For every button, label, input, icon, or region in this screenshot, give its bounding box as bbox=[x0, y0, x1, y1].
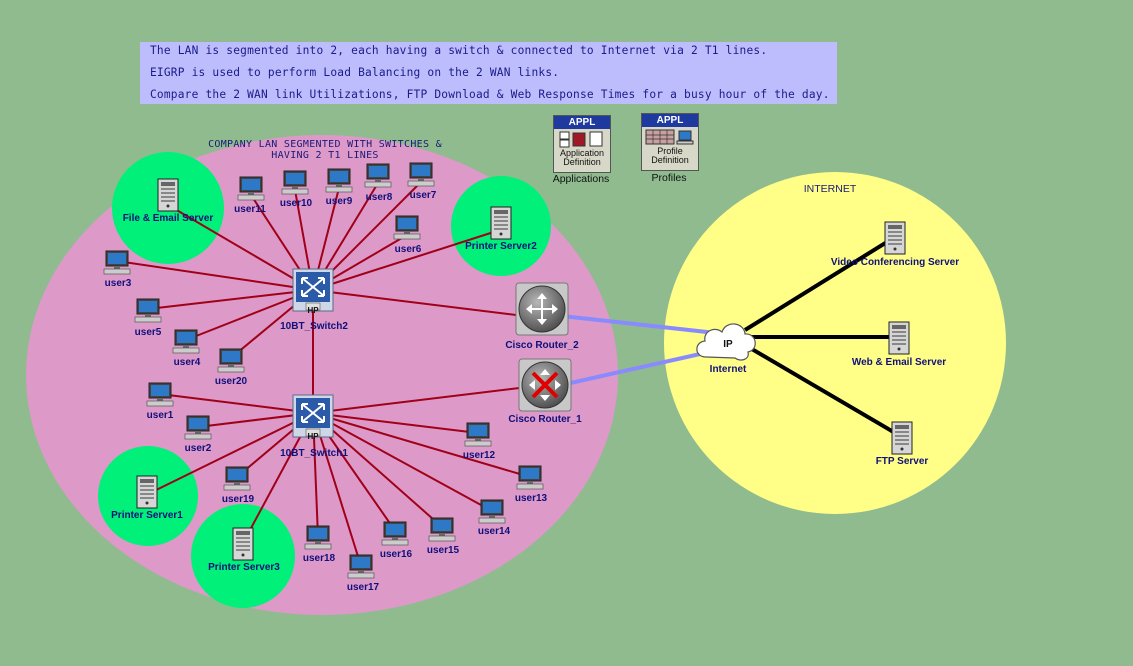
router2-icon[interactable] bbox=[515, 282, 569, 336]
switch2-badge: HP bbox=[307, 306, 319, 315]
router2-label: Cisco Router_2 bbox=[505, 340, 579, 351]
user6-label: user6 bbox=[394, 244, 422, 255]
user9-icon[interactable] bbox=[325, 168, 353, 193]
switch1-badge: HP bbox=[307, 432, 319, 441]
application-definition-text-1: Application bbox=[559, 148, 605, 158]
internet-cloud-icon[interactable] bbox=[696, 323, 756, 361]
user17-label: user17 bbox=[346, 582, 380, 593]
router1-label: Cisco Router_1 bbox=[508, 414, 582, 425]
user16-label: user16 bbox=[379, 549, 413, 560]
profile-definition-text-1: Profile bbox=[657, 146, 683, 156]
profiles-label: Profiles bbox=[651, 172, 687, 184]
user18-icon[interactable] bbox=[304, 525, 332, 550]
user20-icon[interactable] bbox=[217, 348, 245, 373]
user15-label: user15 bbox=[426, 545, 460, 556]
user7-label: user7 bbox=[409, 190, 437, 201]
router1-icon[interactable] bbox=[518, 358, 572, 412]
printer-server1-icon[interactable] bbox=[136, 475, 158, 509]
profile-definition-glyph bbox=[645, 129, 694, 145]
switch1-label: 10BT_Switch1 bbox=[280, 448, 348, 459]
user12-label: user12 bbox=[462, 450, 496, 461]
video-conferencing-server-label: Video Conferencing Server bbox=[830, 257, 960, 268]
file-email-server-label: File & Email Server bbox=[122, 213, 214, 224]
printer-server3-icon[interactable] bbox=[232, 527, 254, 561]
application-definition-text-2: Definition bbox=[563, 157, 601, 167]
web-email-server-icon[interactable] bbox=[888, 321, 910, 355]
user17-icon[interactable] bbox=[347, 554, 375, 579]
user1-icon[interactable] bbox=[146, 382, 174, 407]
internet-region bbox=[664, 172, 1006, 514]
user3-label: user3 bbox=[104, 278, 132, 289]
user1-label: user1 bbox=[146, 410, 174, 421]
printer-server2-label: Printer Server2 bbox=[465, 241, 537, 252]
note-line-3: Compare the 2 WAN link Utilizations, FTP… bbox=[150, 88, 830, 101]
application-definition-icon[interactable]: APPL Application Definition bbox=[553, 115, 611, 173]
user10-icon[interactable] bbox=[281, 170, 309, 195]
profile-definition-icon[interactable]: APPL Profile Definition bbox=[641, 113, 699, 171]
profile-definition-text-2: Definition bbox=[651, 155, 689, 165]
user20-label: user20 bbox=[214, 376, 248, 387]
notes-panel: The LAN is segmented into 2, each having… bbox=[140, 42, 837, 104]
user12-icon[interactable] bbox=[464, 422, 492, 447]
user5-icon[interactable] bbox=[134, 298, 162, 323]
user19-label: user19 bbox=[221, 494, 255, 505]
lan-title: COMPANY LAN SEGMENTED WITH SWITCHES & HA… bbox=[208, 139, 442, 161]
file-email-server-icon[interactable] bbox=[157, 178, 179, 212]
internet-cloud-badge: IP bbox=[723, 339, 733, 350]
user9-label: user9 bbox=[325, 196, 353, 207]
user8-icon[interactable] bbox=[364, 163, 392, 188]
user3-icon[interactable] bbox=[103, 250, 131, 275]
user18-label: user18 bbox=[302, 553, 336, 564]
user4-label: user4 bbox=[173, 357, 201, 368]
user19-icon[interactable] bbox=[223, 466, 251, 491]
application-definition-glyph bbox=[559, 131, 603, 148]
user7-icon[interactable] bbox=[407, 162, 435, 187]
user14-icon[interactable] bbox=[478, 499, 506, 524]
switch1-links bbox=[147, 384, 545, 567]
user16-icon[interactable] bbox=[381, 521, 409, 546]
note-line-2: EIGRP is used to perform Load Balancing … bbox=[150, 66, 560, 79]
printer-server1-label: Printer Server1 bbox=[111, 510, 183, 521]
user2-icon[interactable] bbox=[184, 415, 212, 440]
application-definition-badge: APPL bbox=[554, 116, 610, 129]
printer-server2-icon[interactable] bbox=[490, 206, 512, 240]
user15-icon[interactable] bbox=[428, 517, 456, 542]
applications-label: Applications bbox=[552, 173, 610, 185]
user10-label: user10 bbox=[279, 198, 313, 209]
note-line-1: The LAN is segmented into 2, each having… bbox=[150, 44, 768, 57]
internet-links bbox=[743, 235, 904, 439]
user11-icon[interactable] bbox=[237, 176, 265, 201]
wan-links bbox=[561, 314, 719, 386]
ftp-server-icon[interactable] bbox=[891, 421, 913, 455]
user11-label: user11 bbox=[234, 204, 266, 215]
video-conferencing-server-icon[interactable] bbox=[884, 221, 906, 255]
profile-definition-badge: APPL bbox=[642, 114, 698, 127]
internet-title: INTERNET bbox=[803, 183, 857, 195]
user2-label: user2 bbox=[184, 443, 212, 454]
internet-cloud-label: Internet bbox=[709, 364, 747, 375]
ftp-server-label: FTP Server bbox=[875, 456, 929, 467]
user4-icon[interactable] bbox=[172, 329, 200, 354]
lan-title-line-1: COMPANY LAN SEGMENTED WITH SWITCHES & bbox=[208, 139, 442, 150]
user8-label: user8 bbox=[365, 192, 393, 203]
web-email-server-label: Web & Email Server bbox=[851, 357, 947, 368]
user14-label: user14 bbox=[477, 526, 511, 537]
printer-server3-label: Printer Server3 bbox=[208, 562, 280, 573]
switch2-label: 10BT_Switch2 bbox=[280, 321, 348, 332]
user13-icon[interactable] bbox=[516, 465, 544, 490]
user6-icon[interactable] bbox=[393, 215, 421, 240]
user5-label: user5 bbox=[134, 327, 162, 338]
lan-title-line-2: HAVING 2 T1 LINES bbox=[271, 150, 379, 161]
user13-label: user13 bbox=[514, 493, 548, 504]
